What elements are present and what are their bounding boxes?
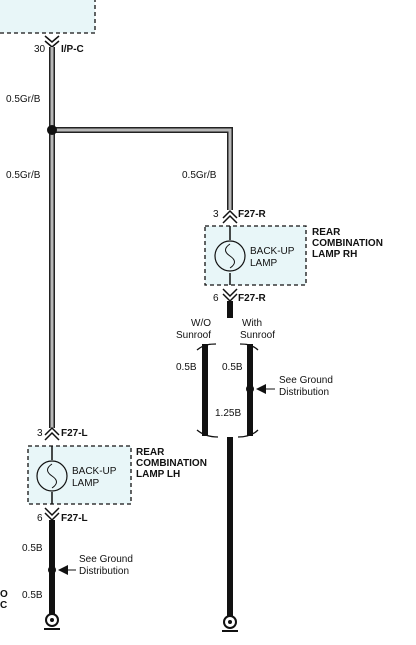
connector-f27r-top-name: F27-R <box>238 209 267 220</box>
wire-label-with-sunroof: 0.5B <box>222 362 243 373</box>
connector-f27l-top-name: F27-L <box>61 428 88 439</box>
option-with-sunroof-1: With <box>242 318 262 329</box>
lamp-rh-box <box>204 225 307 286</box>
connector-f27l-bottom-chevron <box>44 507 60 522</box>
wire-label-wo-sunroof: 0.5B <box>176 362 197 373</box>
wire-label-left-ground-2: 0.5B <box>22 590 43 601</box>
ground-symbol-right <box>223 615 237 629</box>
ground-ref-arrow-left <box>58 565 68 575</box>
connector-f27r-bottom-chevron <box>222 288 238 303</box>
lamp-rh-label-line2: LAMP <box>250 258 278 269</box>
lamp-rh-label-line1: BACK-UP <box>250 246 295 257</box>
lamp-rh-title-2: COMBINATION <box>312 238 383 249</box>
edge-fragment-2: C <box>0 600 7 611</box>
wire-label-left-ground-1: 0.5B <box>22 543 43 554</box>
lamp-lh-title-3: LAMP LH <box>136 469 180 480</box>
lamp-lh-bulb <box>36 460 68 492</box>
lamp-lh-box <box>27 445 132 505</box>
ground-ref-dot-left <box>48 566 56 574</box>
ground-note-right-1: See Ground <box>279 375 333 386</box>
connector-f27l-bottom-pin: 6 <box>37 513 43 524</box>
connector-f27r-bottom-name: F27-R <box>238 293 267 304</box>
connector-ipc-name: I/P-C <box>61 44 84 55</box>
option-wo-sunroof-1: W/O <box>191 318 211 329</box>
ground-symbol-left <box>45 613 59 627</box>
lamp-lh-title-1: REAR <box>136 447 165 458</box>
option-with-sunroof-2: Sunroof <box>240 330 275 341</box>
lamp-rh-bulb <box>214 240 246 272</box>
connector-ipc-chevron <box>44 35 60 48</box>
ground-note-left-2: Distribution <box>79 566 129 577</box>
ground-ref-arrow-right <box>256 384 266 394</box>
connector-f27r-bottom-pin: 6 <box>213 293 219 304</box>
connector-f27l-top-chevron <box>44 426 60 441</box>
ground-note-right-2: Distribution <box>279 387 329 398</box>
wire-label-right-gray: 0.5Gr/B <box>182 170 217 181</box>
lamp-rh-title-1: REAR <box>312 227 341 238</box>
lamp-rh-title-3: LAMP RH <box>312 249 357 260</box>
wire-label-right-ground: 1.25B <box>215 408 241 419</box>
option-wo-sunroof-2: Sunroof <box>176 330 211 341</box>
wire-label-left-upper: 0.5Gr/B <box>6 94 41 105</box>
splice-point <box>47 125 57 135</box>
connector-f27l-bottom-name: F27-L <box>61 513 88 524</box>
lamp-lh-label-line1: BACK-UP <box>72 466 117 477</box>
lamp-lh-title-2: COMBINATION <box>136 458 207 469</box>
wire-label-left-mid: 0.5Gr/B <box>6 170 41 181</box>
edge-fragment-1: O <box>0 589 8 600</box>
connector-f27r-top-pin: 3 <box>213 209 219 220</box>
ground-ref-dot-right <box>246 385 254 393</box>
connector-f27r-top-chevron <box>222 209 238 224</box>
lamp-lh-label-line2: LAMP <box>72 478 100 489</box>
ground-note-left-1: See Ground <box>79 554 133 565</box>
connector-ipc-pin: 30 <box>34 44 46 55</box>
connector-f27l-top-pin: 3 <box>37 428 43 439</box>
